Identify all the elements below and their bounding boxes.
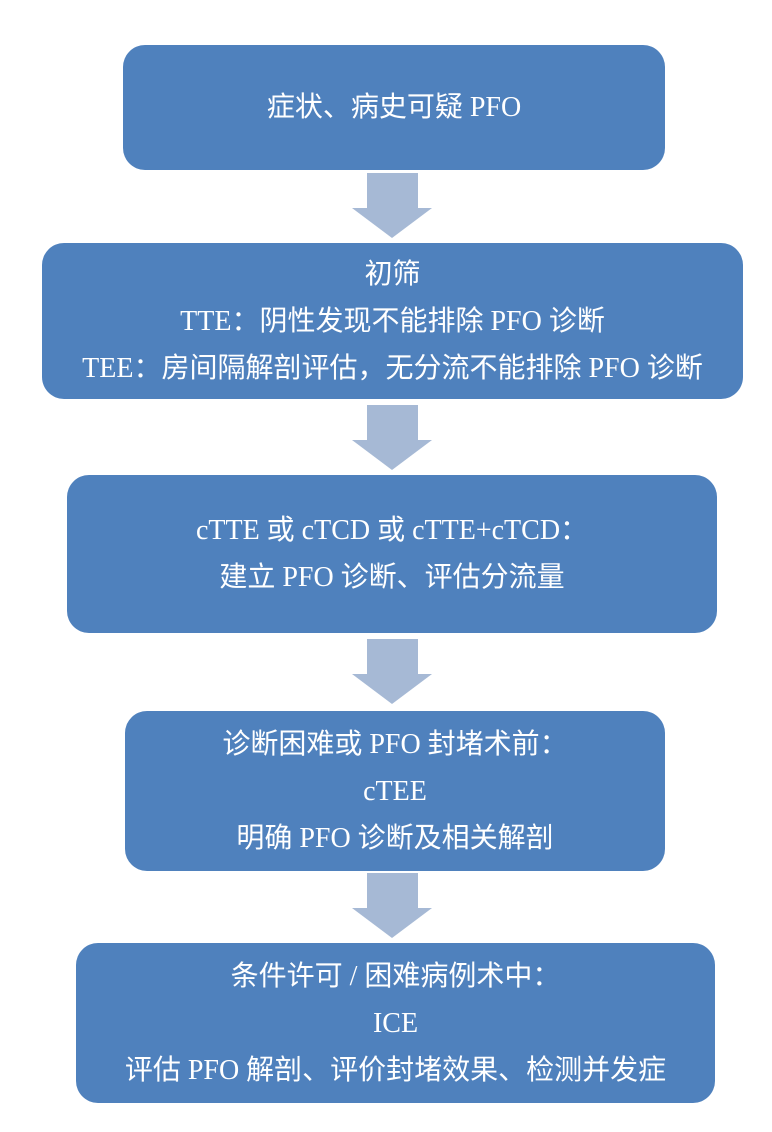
down-arrow-icon	[352, 873, 432, 938]
arrow-shaft	[366, 873, 418, 908]
flow-node-initial-screening: 初筛 TTE：阴性发现不能排除 PFO 诊断 TEE：房间隔解剖评估，无分流不能…	[42, 243, 743, 399]
arrow-shaft	[366, 173, 418, 208]
node-text-line: TTE：阴性发现不能排除 PFO 诊断	[180, 305, 605, 337]
flow-node-ice: 条件许可 / 困难病例术中： ICE 评估 PFO 解剖、评价封堵效果、检测并发…	[76, 943, 715, 1103]
arrow-head	[352, 674, 432, 704]
node-text-line: 症状、病史可疑 PFO	[266, 92, 522, 123]
arrow-head	[352, 208, 432, 238]
node-text-line: cTEE	[363, 775, 427, 807]
node-text-line: cTTE 或 cTCD 或 cTTE+cTCD：	[195, 515, 589, 546]
node-text-line: 诊断困难或 PFO 封堵术前：	[222, 728, 568, 760]
arrow-shaft	[366, 405, 418, 440]
down-arrow-icon	[352, 405, 432, 470]
node-text-line: 条件许可 / 困难病例术中：	[230, 960, 561, 992]
node-text-line: 评估 PFO 解剖、评价封堵效果、检测并发症	[124, 1054, 667, 1086]
flow-node-ctee: 诊断困难或 PFO 封堵术前： cTEE 明确 PFO 诊断及相关解剖	[125, 711, 665, 871]
flow-node-ctte-ctcd: cTTE 或 cTCD 或 cTTE+cTCD： 建立 PFO 诊断、评估分流量	[67, 475, 717, 633]
node-text-line: ICE	[372, 1007, 419, 1039]
arrow-head	[352, 908, 432, 938]
arrow-head	[352, 440, 432, 470]
down-arrow-icon	[352, 173, 432, 238]
node-text-line: TEE：房间隔解剖评估，无分流不能排除 PFO 诊断	[82, 352, 703, 384]
node-text-line: 明确 PFO 诊断及相关解剖	[236, 822, 554, 854]
flow-node-suspected-pfo: 症状、病史可疑 PFO	[123, 45, 665, 170]
down-arrow-icon	[352, 639, 432, 704]
node-text-line: 初筛	[364, 258, 421, 290]
arrow-shaft	[366, 639, 418, 674]
node-text-line: 建立 PFO 诊断、评估分流量	[219, 562, 565, 593]
